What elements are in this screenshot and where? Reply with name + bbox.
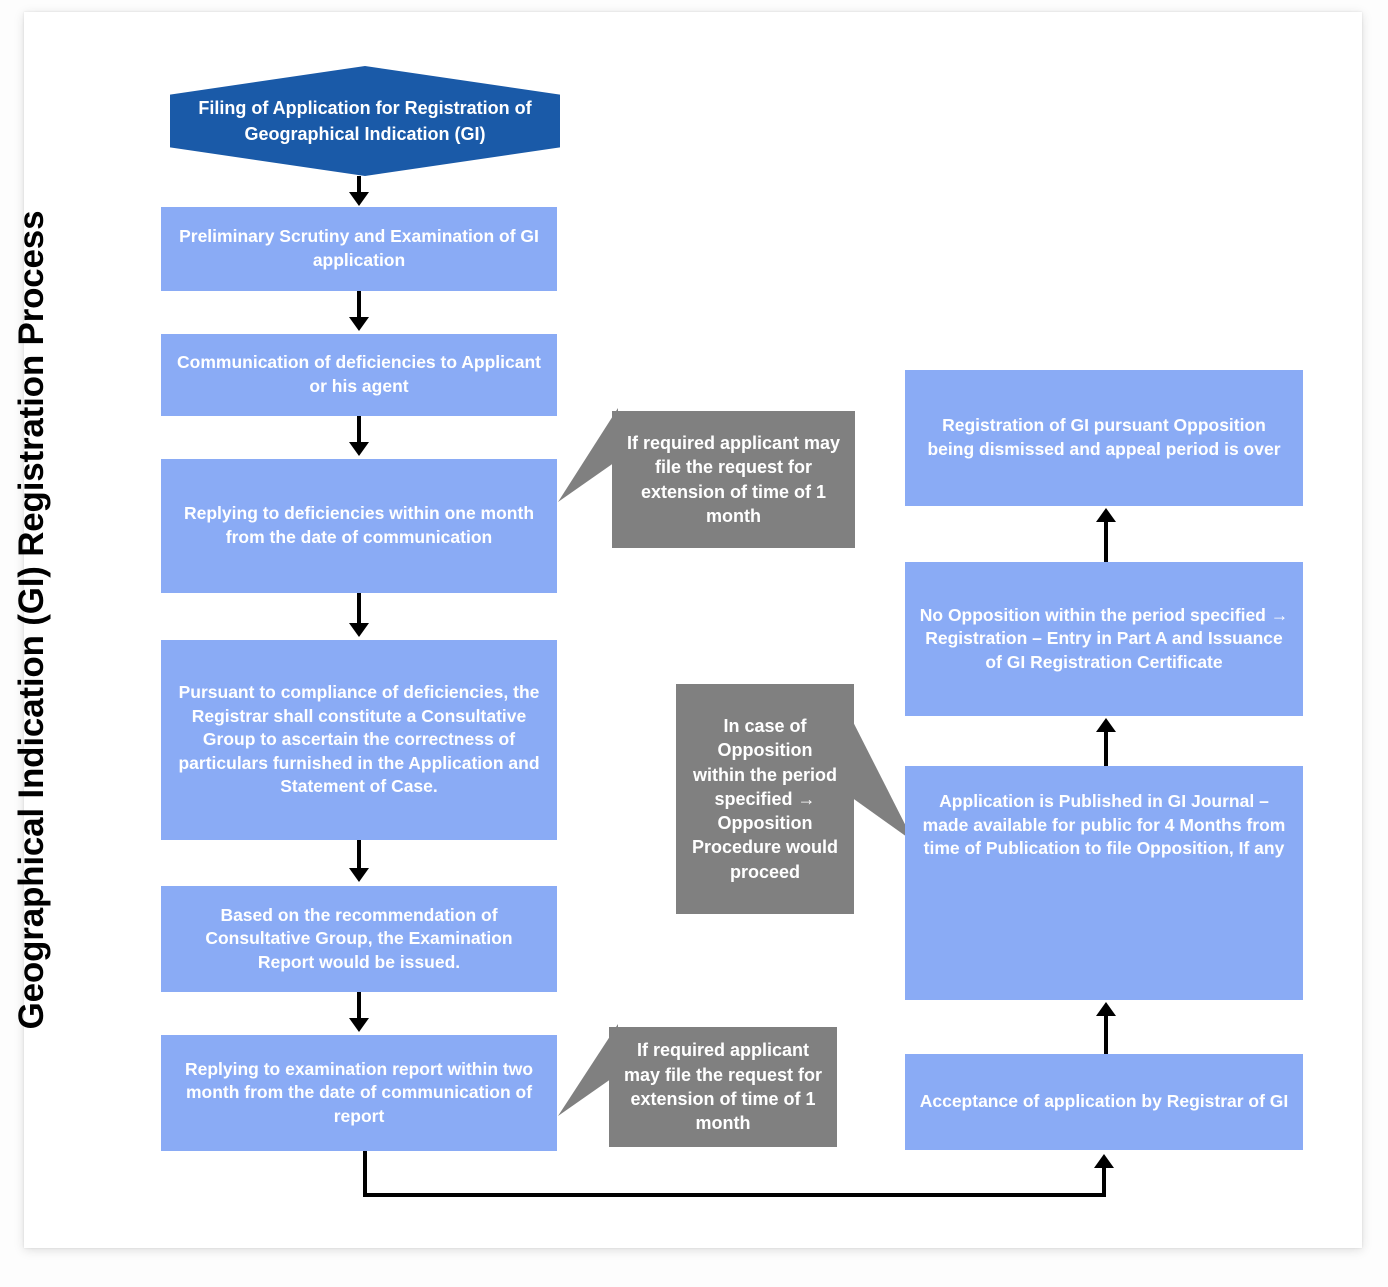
arrowhead-down-replying-exam [349, 1018, 369, 1032]
connector-no-opposition-to-registration [1104, 520, 1108, 562]
note-extension-time-examination: If required applicant may file the reque… [609, 1027, 837, 1147]
node-acceptance-application[interactable]: Acceptance of application by Registrar o… [905, 1054, 1303, 1150]
arrowhead-down-replying [349, 442, 369, 456]
node-registration-final[interactable]: Registration of GI pursuant Opposition b… [905, 370, 1303, 506]
node-replying-deficiencies[interactable]: Replying to deficiencies within one mont… [161, 459, 557, 593]
node-no-opposition[interactable]: No Opposition within the period specifie… [905, 562, 1303, 716]
connector-preliminary-to-communication [357, 291, 361, 319]
note-extension-time-deficiencies: If required applicant may file the reque… [612, 411, 855, 548]
connector-examination-to-replying-exam [357, 992, 361, 1020]
arrowhead-down-consultative [349, 623, 369, 637]
arrowhead-down-communication [349, 317, 369, 331]
connector-consultative-to-examination [357, 840, 361, 870]
connector-bottom-horizontal [363, 1193, 1106, 1197]
connector-communication-to-replying [357, 416, 361, 444]
connector-start-to-preliminary [357, 176, 361, 196]
node-communication-deficiencies[interactable]: Communication of deficiencies to Applica… [161, 334, 557, 416]
connector-acceptance-to-published [1104, 1014, 1108, 1054]
node-consultative-group[interactable]: Pursuant to compliance of deficiencies, … [161, 640, 557, 840]
page-title: Geographical Indication (GI) Registratio… [12, 210, 51, 1030]
node-examination-report[interactable]: Based on the recommendation of Consultat… [161, 886, 557, 992]
callout-pointer-left-examination [558, 1024, 618, 1116]
callout-pointer-left-deficiencies [558, 408, 618, 502]
connector-bottom-right-vertical [1102, 1168, 1106, 1195]
arrowhead-up-published [1096, 1002, 1116, 1016]
node-preliminary-scrutiny[interactable]: Preliminary Scrutiny and Examination of … [161, 207, 557, 291]
arrowhead-up-registration-final [1096, 508, 1116, 522]
connector-published-to-no-opposition [1104, 730, 1108, 768]
node-replying-examination-report[interactable]: Replying to examination report within tw… [161, 1035, 557, 1151]
connector-replying-to-consultative [357, 593, 361, 625]
connector-bottom-left-vertical [363, 1151, 367, 1197]
arrowhead-up-acceptance [1094, 1154, 1114, 1168]
node-published-gi-journal[interactable]: Application is Published in GI Journal –… [905, 766, 1303, 1000]
callout-pointer-right-opposition [844, 704, 914, 842]
arrowhead-up-no-opposition [1096, 718, 1116, 732]
arrowhead-down-preliminary [349, 192, 369, 206]
arrowhead-down-examination [349, 868, 369, 882]
note-opposition-procedure: In case of Opposition within the period … [676, 684, 854, 914]
